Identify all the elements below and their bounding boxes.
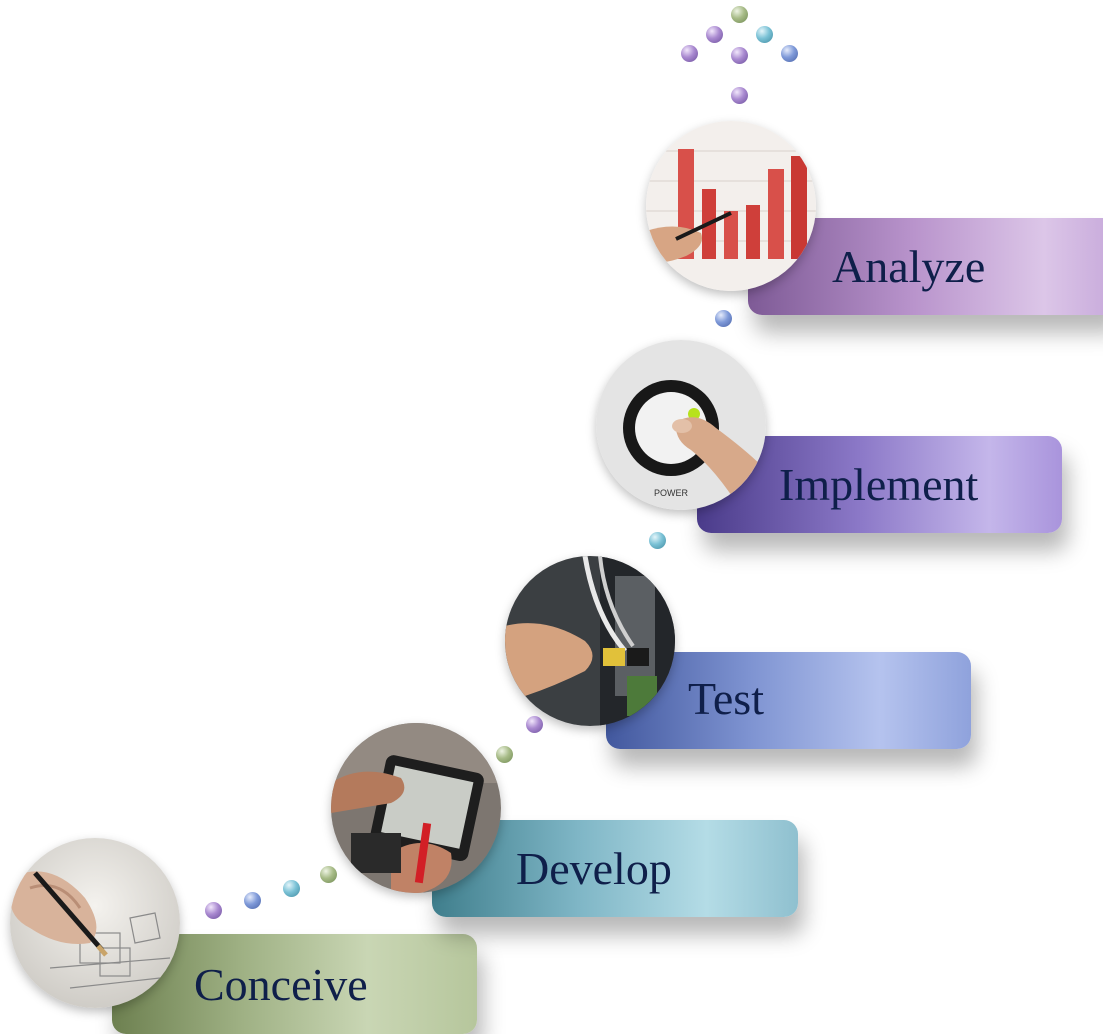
connector-dot: [781, 45, 798, 62]
power-button-photo: POWER: [596, 340, 766, 510]
connector-dot: [283, 880, 300, 897]
tablet-device-photo: [331, 723, 501, 893]
connector-dot: [320, 866, 337, 883]
connector-dot: [731, 6, 748, 23]
connector-dot: [715, 310, 732, 327]
connector-dot: [706, 26, 723, 43]
bar-chart-analysis-photo: [646, 121, 816, 291]
connector-dot: [731, 87, 748, 104]
connector-dot: [756, 26, 773, 43]
connector-dot: [731, 47, 748, 64]
step-label-implement: Implement: [779, 459, 979, 510]
step-label-test: Test: [688, 673, 764, 724]
step-label-analyze: Analyze: [832, 241, 986, 292]
connector-dot: [526, 716, 543, 733]
step-box-conceive: Conceive: [112, 934, 477, 1034]
svg-text:POWER: POWER: [654, 488, 689, 498]
step-label-conceive: Conceive: [194, 959, 368, 1010]
connector-dot: [649, 532, 666, 549]
connector-dot: [496, 746, 513, 763]
connector-dot: [205, 902, 222, 919]
step-label-develop: Develop: [516, 843, 672, 894]
drawing-sketch-photo: [10, 838, 180, 1008]
connector-dot: [244, 892, 261, 909]
connector-dot: [681, 45, 698, 62]
hardware-testing-photo: [505, 556, 675, 726]
